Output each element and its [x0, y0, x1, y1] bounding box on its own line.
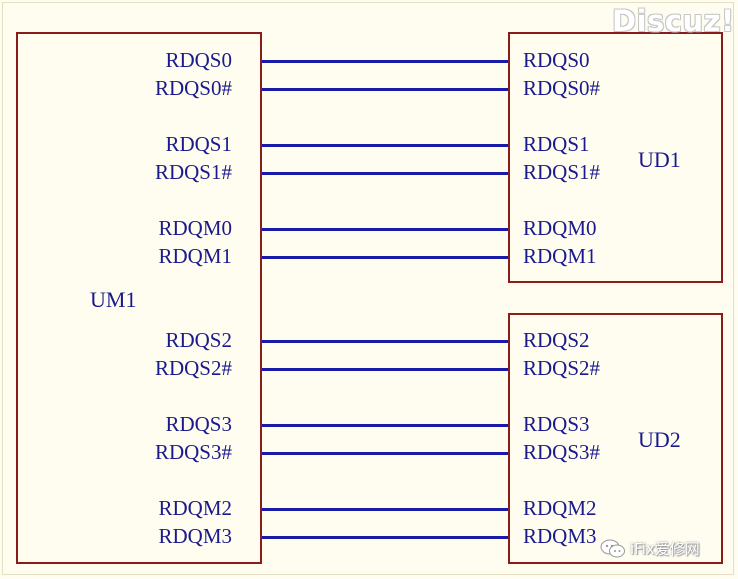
net-wire[interactable]	[262, 508, 508, 511]
ud-pin-label: RDQS3#	[523, 440, 601, 464]
ud-pin-label: RDQS2	[523, 328, 590, 352]
ud-pin-label: RDQS3	[523, 412, 590, 436]
ud-pin-label: RDQS0#	[523, 76, 601, 100]
brand-text: iFix爱修网	[630, 540, 700, 558]
ud-pin-label: RDQM2	[523, 496, 597, 520]
um1-pin-label: RDQS0#	[154, 76, 232, 100]
net-wire[interactable]	[262, 144, 508, 147]
ud-pin-label: RDQS1	[523, 132, 590, 156]
um1-pin-label: RDQS1#	[154, 160, 232, 184]
um1-pin-label: RDQS2#	[154, 356, 232, 380]
net-wire[interactable]	[262, 256, 508, 259]
net-wire[interactable]	[262, 424, 508, 427]
net-wire[interactable]	[262, 172, 508, 175]
net-wire[interactable]	[262, 60, 508, 63]
net-wire[interactable]	[262, 88, 508, 91]
net-wire[interactable]	[262, 340, 508, 343]
ud-pin-label: RDQM0	[523, 216, 597, 240]
brand-watermark: iFix爱修网	[600, 538, 700, 559]
component-ud1[interactable]	[508, 32, 723, 283]
um1-pin-label: RDQS0	[165, 48, 232, 72]
ud-pin-label: RDQM3	[523, 524, 597, 548]
um1-pin-label: RDQM2	[158, 496, 232, 520]
ud-pin-label: RDQS2#	[523, 356, 601, 380]
wechat-icon	[600, 539, 626, 559]
um1-pin-label: RDQM1	[158, 244, 232, 268]
um1-pin-label: RDQS2	[165, 328, 232, 352]
ud2-designator: UD2	[638, 427, 681, 452]
net-wire[interactable]	[262, 368, 508, 371]
net-wire[interactable]	[262, 228, 508, 231]
ud1-designator: UD1	[638, 147, 681, 172]
um1-pin-label: RDQM3	[158, 524, 232, 548]
um1-pin-label: RDQS3	[165, 412, 232, 436]
net-wire[interactable]	[262, 536, 508, 539]
um1-designator: UM1	[90, 287, 137, 312]
ud-pin-label: RDQS0	[523, 48, 590, 72]
um1-pin-label: RDQM0	[158, 216, 232, 240]
component-ud2[interactable]	[508, 313, 723, 564]
net-wire[interactable]	[262, 452, 508, 455]
ud-pin-label: RDQS1#	[523, 160, 601, 184]
ud-pin-label: RDQM1	[523, 244, 597, 268]
um1-pin-label: RDQS1	[165, 132, 232, 156]
um1-pin-label: RDQS3#	[154, 440, 232, 464]
discuz-watermark: Discuz!	[612, 4, 735, 38]
component-um1[interactable]	[16, 32, 262, 564]
